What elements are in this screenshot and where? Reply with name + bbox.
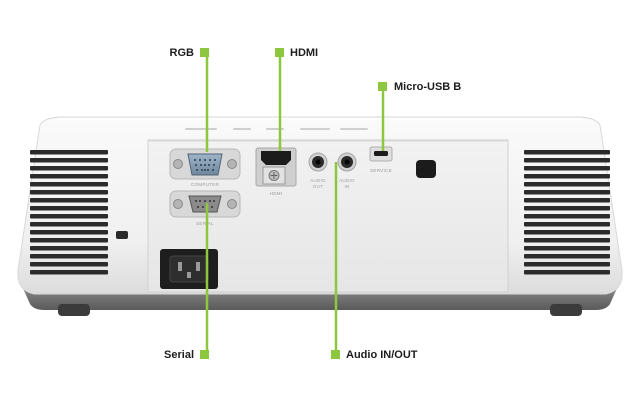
rgb-marker: [200, 48, 209, 57]
vent-slat: [524, 150, 610, 155]
serial-port: SERIAL: [169, 190, 241, 226]
security-slot: [116, 231, 128, 239]
audio-in-label-line2: IN: [344, 184, 349, 189]
vent-slat: [524, 158, 610, 163]
vent-slat: [524, 230, 610, 235]
micro-usb-marker: [378, 82, 387, 91]
left-foot: [58, 304, 90, 316]
vent-slat: [524, 174, 610, 179]
callout-markers: [200, 48, 387, 359]
hdmi-marker: [275, 48, 284, 57]
audio-out-label-line1: AUDIO: [310, 178, 326, 183]
vent-slat: [30, 246, 108, 251]
serial-port-label: SERIAL: [196, 221, 214, 226]
audio-in-jack: AUDIO IN: [337, 152, 357, 189]
vent-slat: [30, 174, 108, 179]
serial-callout-label: Serial: [164, 349, 194, 361]
vent-slat: [524, 238, 610, 243]
audio-in-label-line1: AUDIO: [339, 178, 355, 183]
vent-slat: [30, 222, 108, 227]
vent-slat: [524, 222, 610, 227]
power-inlet: [160, 249, 218, 289]
projector-feet: [58, 304, 582, 316]
audio-out-label-line2: OUT: [313, 184, 323, 189]
vent-slat: [30, 198, 108, 203]
vent-slat: [524, 270, 610, 275]
callout-lines: [205, 55, 385, 355]
vent-slat: [30, 150, 108, 155]
micro-usb-connector: [374, 151, 388, 156]
vent-slat: [524, 182, 610, 187]
vent-slat: [30, 190, 108, 195]
vga-port: COMPUTER: [169, 148, 241, 187]
vent-slat: [524, 198, 610, 203]
vent-slat: [524, 254, 610, 259]
vent-slat: [30, 214, 108, 219]
hdmi-port-label: HDMI: [270, 191, 283, 196]
serial-connector: [188, 195, 222, 213]
computer-port-label: COMPUTER: [191, 182, 220, 187]
vent-slat: [30, 270, 108, 275]
hdmi-callout-label: HDMI: [290, 47, 318, 59]
rgb-callout-label: RGB: [170, 47, 195, 59]
top-faint-labels: [185, 128, 368, 130]
vent-slat: [30, 158, 108, 163]
hdmi-port: HDMI: [255, 147, 297, 196]
hdmi-connector: [261, 151, 291, 165]
vent-slat: [30, 166, 108, 171]
right-vent-grille: [524, 150, 610, 275]
vent-slat: [30, 182, 108, 187]
right-foot: [550, 304, 582, 316]
service-port-label: SERVICE: [370, 168, 392, 173]
vent-slat: [30, 230, 108, 235]
vent-slat: [524, 262, 610, 267]
audio-marker: [331, 350, 340, 359]
vent-slat: [524, 206, 610, 211]
micro-usb-callout-label: Micro-USB B: [394, 81, 461, 93]
left-vent-grille: [30, 150, 108, 275]
micro-usb-port: SERVICE: [369, 146, 393, 173]
vent-slat: [524, 166, 610, 171]
vent-slat: [524, 190, 610, 195]
serial-marker: [200, 350, 209, 359]
vent-slat: [30, 262, 108, 267]
audio-callout-label: Audio IN/OUT: [346, 349, 418, 361]
vent-slat: [30, 238, 108, 243]
vent-slat: [524, 214, 610, 219]
vent-slat: [524, 246, 610, 251]
vent-slat: [30, 254, 108, 259]
ir-receiver: [416, 160, 436, 178]
audio-out-jack: AUDIO OUT: [308, 152, 328, 189]
vent-slat: [30, 206, 108, 211]
